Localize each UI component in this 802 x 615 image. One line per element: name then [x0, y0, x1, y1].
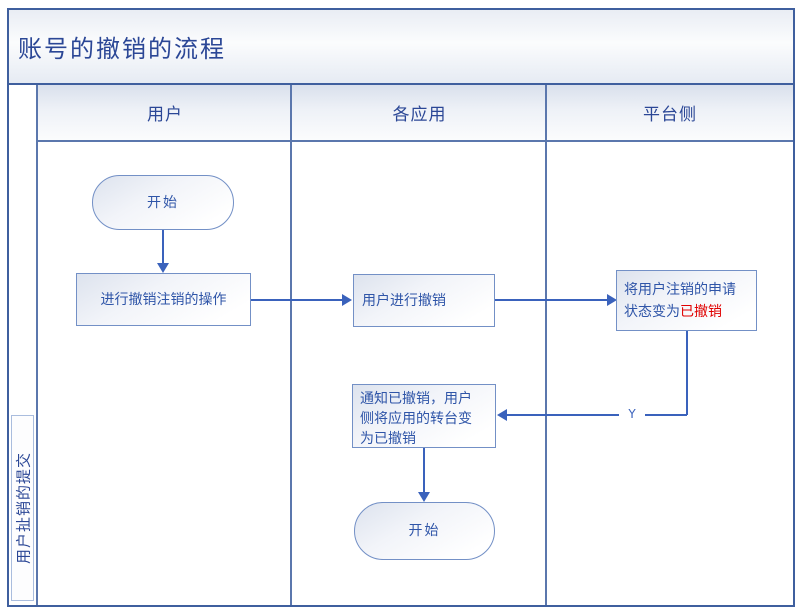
phase-label: 用户扯销的提交 [14, 451, 32, 565]
lane-header-platform: 平台侧 [547, 85, 793, 142]
arrow-app-action-to-platform [495, 294, 617, 306]
title-bar: 账号的撤销的流程 [9, 10, 793, 85]
lane-header-user-label: 用户 [147, 105, 183, 125]
lane-divider-1 [290, 85, 292, 605]
lane-header-apps: 各应用 [292, 85, 547, 142]
phase-label-box: 用户扯销的提交 [11, 415, 34, 601]
diagram-title: 账号的撤销的流程 [18, 35, 226, 63]
phase-band: 用户扯销的提交 [9, 85, 38, 605]
user-action-label: 进行撤销注销的操作 [100, 291, 227, 308]
arrow-start-to-user-action [157, 230, 169, 273]
arrow-notify-to-end [418, 448, 430, 502]
connector-label-y: Y [619, 407, 645, 421]
lane-header-platform-label: 平台侧 [643, 105, 697, 125]
start-node[interactable]: 开始 [92, 175, 234, 230]
lane-header-user: 用户 [38, 85, 292, 142]
app-action-label: 用户进行撤销 [362, 292, 446, 309]
notify-line-1: 通知已撤销，用户 [360, 391, 472, 407]
arrow-platform-to-notify [497, 331, 688, 421]
end-node-label: 开始 [408, 523, 441, 539]
user-action-node[interactable]: 进行撤销注销的操作 [76, 273, 251, 326]
start-node-label: 开始 [147, 194, 179, 211]
platform-action-line1: 将用户注销的申请 [624, 282, 736, 298]
notify-node[interactable]: 通知已撤销，用户 侧将应用的转台变 为已撤销 [352, 384, 496, 448]
platform-action-line2: 状态变为已撤销 [624, 304, 722, 320]
lane-header-apps-label: 各应用 [392, 105, 447, 125]
notify-line-3: 为已撤销 [360, 431, 416, 447]
status-highlight: 已撤销 [680, 304, 722, 320]
platform-action-node[interactable]: 将用户注销的申请 状态变为已撤销 [616, 270, 757, 331]
notify-line-2: 侧将应用的转台变 [360, 411, 472, 427]
lane-divider-2 [545, 85, 547, 605]
arrow-user-action-to-app-action [251, 294, 352, 306]
diagram-frame: 账号的撤销的流程 用户扯销的提交 用户 各应用 平台侧 [7, 8, 795, 607]
end-node[interactable]: 开始 [354, 502, 495, 560]
app-action-node[interactable]: 用户进行撤销 [353, 274, 495, 327]
